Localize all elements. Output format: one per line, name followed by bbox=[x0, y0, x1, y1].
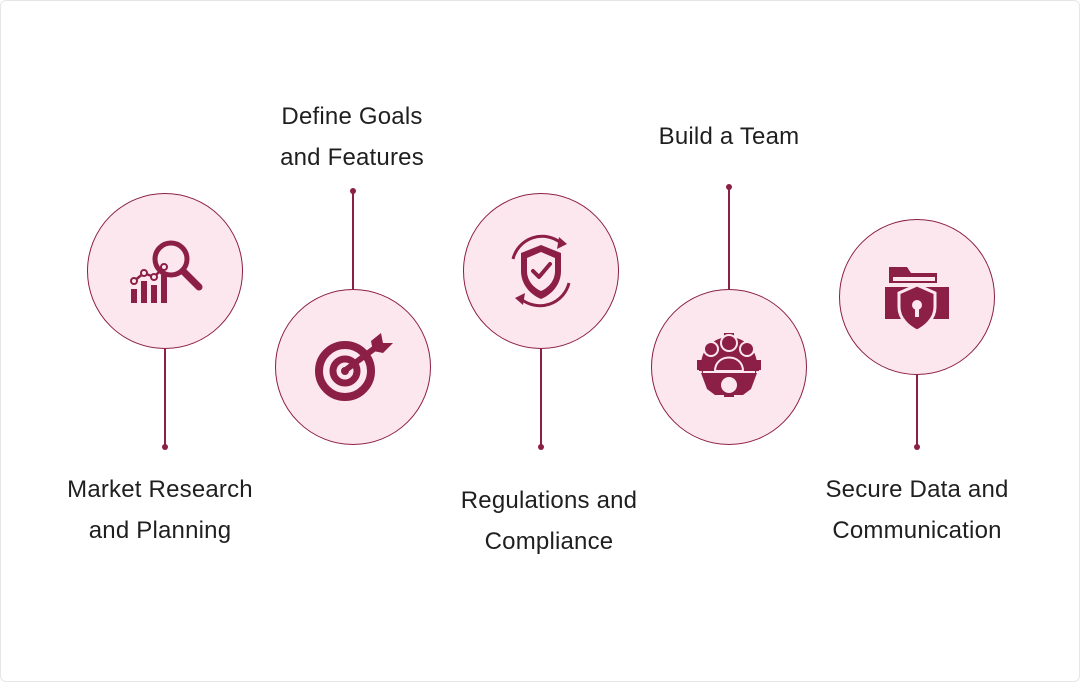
step-5-connector bbox=[916, 375, 918, 447]
step-1-label: Market Research and Planning bbox=[40, 469, 280, 551]
team-gear-icon bbox=[697, 333, 761, 397]
step-4-circle bbox=[651, 289, 807, 445]
step-1-connector bbox=[164, 349, 166, 447]
step-1-dot bbox=[162, 444, 168, 450]
target-dart-icon bbox=[315, 333, 393, 401]
step-3-circle bbox=[463, 193, 619, 349]
research-chart-icon bbox=[130, 240, 203, 303]
step-3-label-line1: Regulations and bbox=[460, 487, 638, 514]
step-1-label-line2: and Planning bbox=[88, 517, 232, 544]
step-2-label-line2: and Features bbox=[280, 144, 424, 171]
step-3-dot bbox=[538, 444, 544, 450]
step-3-connector bbox=[540, 349, 542, 447]
step-5-circle bbox=[839, 219, 995, 375]
step-2-label: Define Goals and Features bbox=[232, 96, 472, 178]
step-2-connector bbox=[352, 191, 354, 289]
step-3-label-line2: Compliance bbox=[484, 528, 614, 555]
step-5-label-line2: Communication bbox=[832, 517, 1002, 544]
step-1-label-line1: Market Research bbox=[67, 476, 253, 503]
step-3-label: Regulations and Compliance bbox=[429, 480, 669, 562]
step-2-circle bbox=[275, 289, 431, 445]
step-4-label: Build a Team bbox=[609, 116, 849, 157]
shield-check-icon bbox=[511, 234, 571, 308]
step-5-label-line1: Secure Data and bbox=[825, 476, 1009, 503]
step-5-label: Secure Data and Communication bbox=[797, 469, 1037, 551]
step-5-dot bbox=[914, 444, 920, 450]
step-4-label-line1: Build a Team bbox=[658, 123, 800, 150]
secure-folder-icon bbox=[885, 267, 949, 333]
step-2-label-line1: Define Goals bbox=[281, 103, 423, 130]
step-4-connector bbox=[728, 187, 730, 289]
step-1-circle bbox=[87, 193, 243, 349]
